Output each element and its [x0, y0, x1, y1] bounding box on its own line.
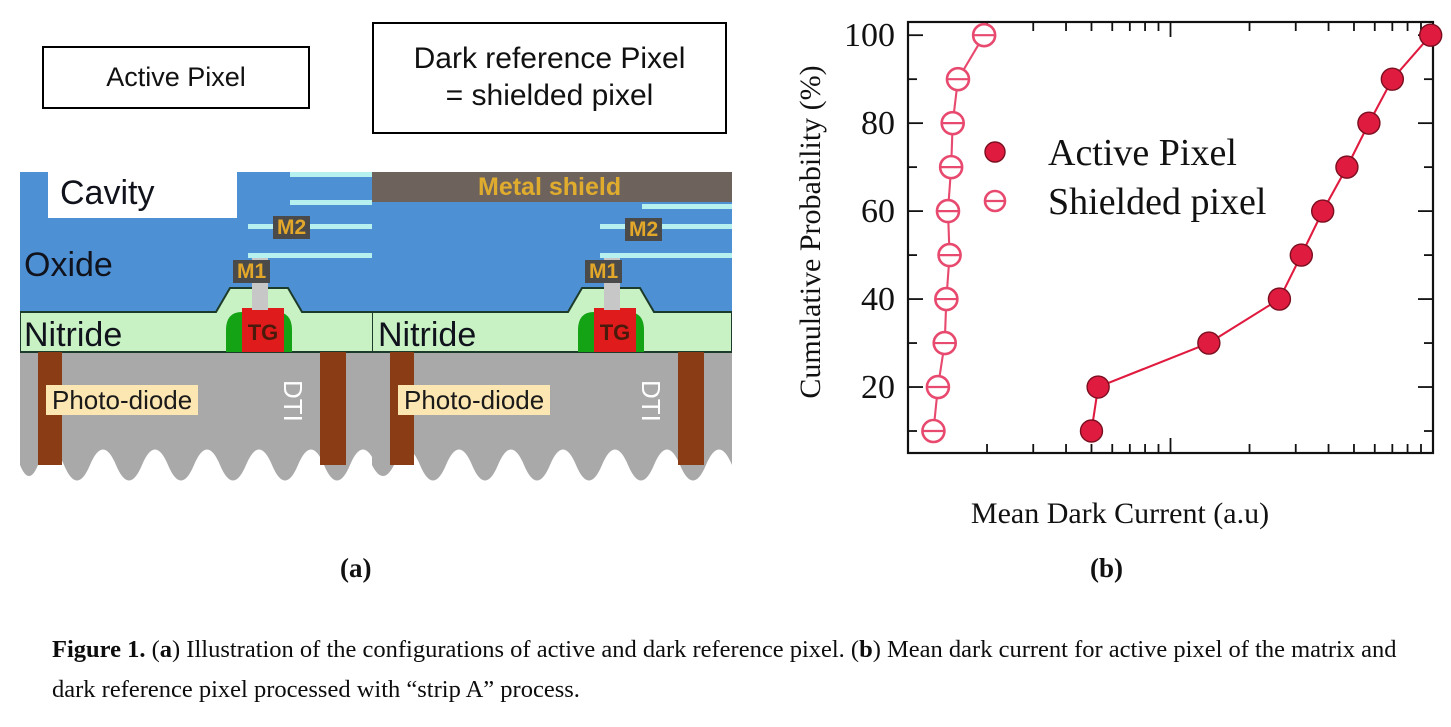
legend-label: Active Pixel — [1048, 132, 1237, 174]
dti-label: DTI — [278, 380, 308, 422]
data-point — [1079, 419, 1104, 443]
data-point — [1289, 243, 1314, 267]
m1-line-lower — [600, 253, 732, 258]
dti-label: DTI — [636, 380, 666, 422]
dark-reference-title-line1: Dark reference Pixel — [413, 42, 686, 76]
data-series-group — [921, 22, 1443, 444]
transfer-gate — [242, 308, 284, 352]
oxide-layer — [20, 172, 376, 312]
x-axis-title: Mean Dark Current (a.u) — [971, 497, 1269, 530]
m1-line-upper — [248, 224, 376, 229]
caption-a-tag: a — [159, 636, 173, 663]
nitride-label: Nitride — [378, 316, 477, 354]
subfigure-label-a: (a) — [340, 553, 372, 583]
photodiode-label: Photo-diode — [46, 385, 199, 415]
y-tick-label: 60 — [861, 193, 895, 230]
silicon-substrate — [20, 352, 376, 481]
y-axis-title: Cumulative Probability (%) — [794, 65, 827, 398]
caption-b-text: ) Mean dark current for active pixel of … — [52, 636, 1397, 703]
y-tick-label: 20 — [861, 369, 895, 406]
oxide-label: Oxide — [24, 246, 113, 284]
caption-a-text: ) Illustration of the configurations of … — [172, 636, 860, 663]
plot-frame — [906, 20, 1435, 455]
data-point — [1086, 375, 1110, 399]
data-point — [1267, 287, 1292, 311]
m1-label: M1 — [585, 260, 623, 283]
legend-item-shielded-pixel: Shielded pixel — [983, 181, 1266, 223]
series-active-pixel — [1079, 23, 1443, 443]
m2-label: M2 — [625, 218, 663, 241]
dti-right — [678, 352, 704, 465]
data-point — [1310, 199, 1335, 223]
panel-a-illustration: Active Pixel Dark reference Pixel = shie… — [0, 0, 790, 600]
dark-reference-pixel-title-box: Dark reference Pixel = shielded pixel — [372, 22, 727, 134]
m1-label: M1 — [233, 260, 271, 283]
data-point — [1418, 23, 1443, 47]
legend-item-active-pixel: Active Pixel — [984, 132, 1237, 174]
active-pixel-cross-section: TG — [20, 172, 376, 481]
series-shielded-pixel — [921, 22, 997, 444]
data-point — [1197, 331, 1221, 355]
nitride-label: Nitride — [24, 316, 123, 354]
transfer-gate — [594, 308, 636, 352]
subfigure-label-b: (b) — [1090, 553, 1123, 583]
cavity-label: Cavity — [60, 174, 155, 212]
caption-a-open: ( — [151, 636, 160, 663]
dti-right — [320, 352, 346, 465]
y-tick-label: 100 — [844, 17, 895, 54]
m2-line-lower — [290, 200, 376, 205]
data-point — [1335, 155, 1359, 179]
data-point — [1380, 67, 1405, 91]
m2-line-upper — [290, 172, 376, 177]
metal-shield-layer — [372, 172, 732, 202]
caption-figure-number: Figure 1. — [52, 636, 146, 663]
tg-label: TG — [600, 320, 631, 345]
m2-line-lower — [642, 204, 732, 209]
caption-b-tag: b — [859, 636, 873, 663]
legend-label: Shielded pixel — [1048, 181, 1266, 223]
silicon-substrate — [372, 352, 732, 481]
active-pixel-title-text: Active Pixel — [106, 62, 246, 93]
data-point — [1357, 111, 1381, 135]
implant-left — [578, 312, 594, 352]
tg-label: TG — [248, 320, 279, 345]
axis-ticks — [907, 22, 1434, 453]
metal-shield-label: Metal shield — [478, 173, 622, 201]
active-pixel-title-box: Active Pixel — [42, 46, 310, 109]
shielded-pixel-cross-section: TG — [372, 172, 732, 481]
y-tick-label: 80 — [861, 105, 895, 142]
m1-line-upper — [600, 224, 732, 229]
figure-caption: Figure 1. (a) Illustration of the config… — [52, 630, 1404, 709]
m2-label: M2 — [273, 216, 311, 239]
y-tick-label: 40 — [861, 281, 895, 318]
implant-left — [226, 312, 242, 352]
photodiode-label: Photo-diode — [398, 385, 551, 415]
y-tick-labels: 20 40 60 80 100 — [844, 17, 895, 406]
dark-reference-title-line2: = shielded pixel — [445, 79, 654, 112]
m1-line-lower — [248, 253, 376, 258]
